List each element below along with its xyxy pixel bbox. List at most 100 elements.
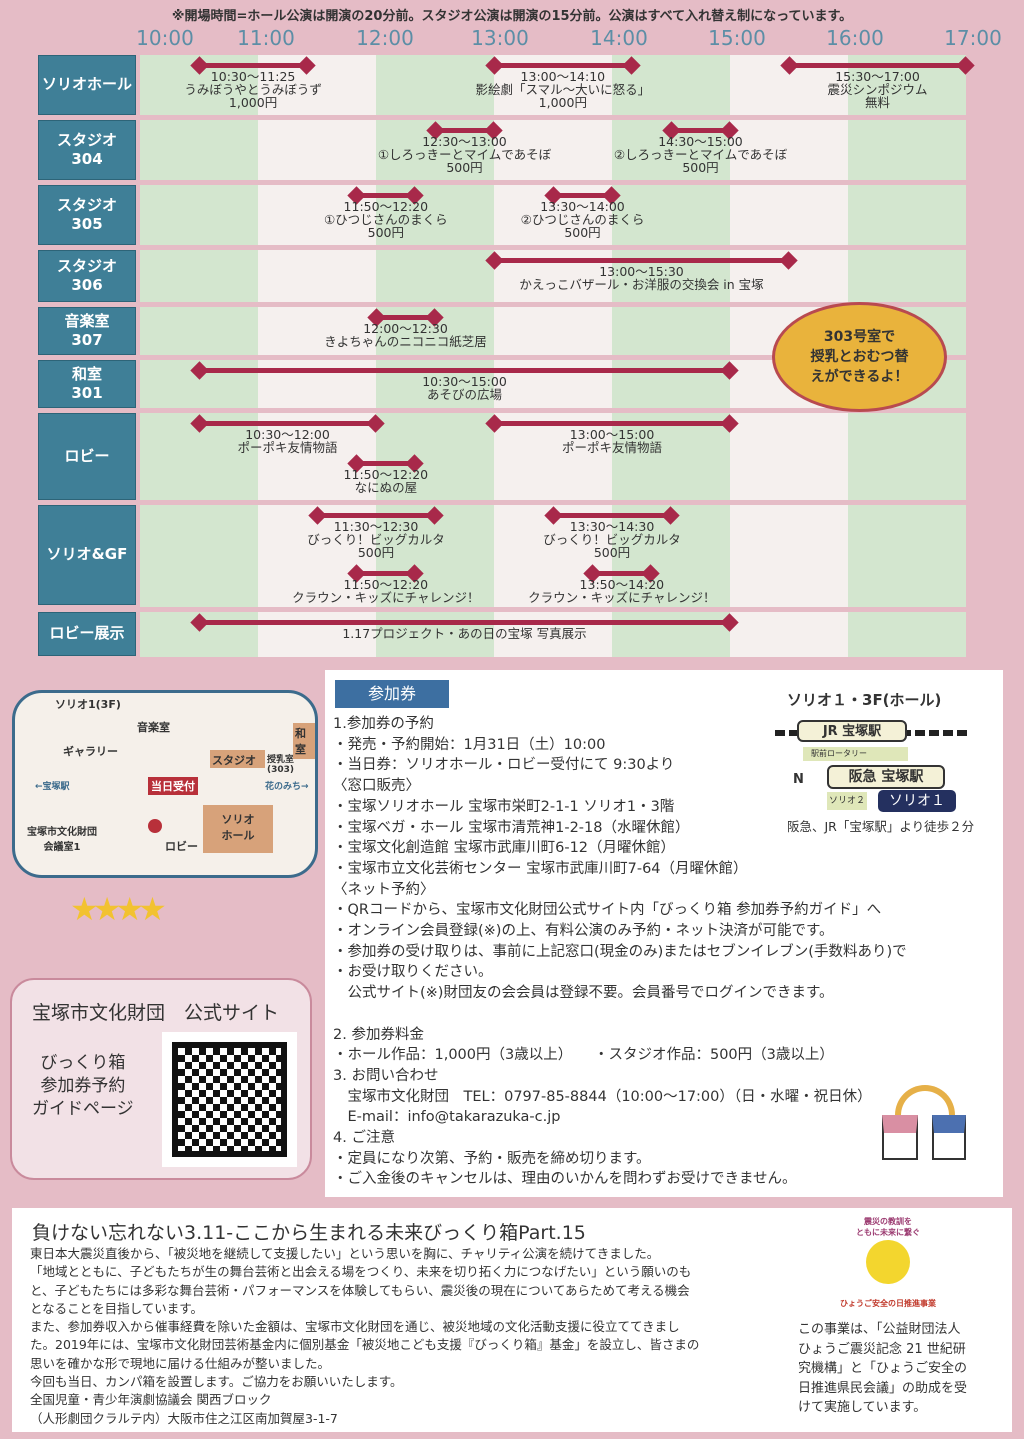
time-tick: 10:00 (136, 26, 194, 50)
about-line: （人形劇団クラルテ内）大阪市住之江区南加賀屋3-1-7 (30, 1410, 338, 1426)
time-tick: 15:00 (708, 26, 766, 50)
about-panel: 負けない忘れない3.11-ここから生まれる未来びっくり箱Part.15 東日本大… (12, 1208, 1012, 1432)
info-line: 〈窓口販売〉 (333, 778, 420, 795)
event-text-line: 500円 (682, 160, 719, 175)
event-text-line: 500円 (446, 160, 483, 175)
event-text-line: 12:30～13:00 (422, 134, 507, 149)
event-text-line: ②しろっきーとマイムであそぼ (613, 147, 788, 162)
event-text-line: 13:50～14:20 (579, 577, 665, 592)
site-guide-label: びっくり箱 参加券予約 ガイドページ (32, 1053, 134, 1119)
row-label: ロビー展示 (38, 612, 136, 656)
info-line: ・ご入金後のキャンセルは、理由のいかんを問わずお受けできません。 (333, 1171, 797, 1188)
info-line: 3. お問い合わせ (333, 1067, 439, 1084)
houses-rainbow-icon (880, 1085, 970, 1170)
info-line: ・発売・予約開始：1月31日（土）10:00 (333, 736, 606, 753)
row-label: スタジオ 306 (38, 250, 136, 302)
event-text-line: 11:50～12:20 (343, 577, 429, 592)
event-text-line: 500円 (357, 545, 395, 560)
info-line: ・QRコードから、宝塚市文化財団公式サイト内「びっくり箱 参加券予約ガイド」へ (333, 902, 882, 919)
reception-marker-icon (148, 819, 162, 833)
nursing-room-bubble: 303号室で 授乳とおむつ替 えができるよ！ (772, 302, 947, 412)
row-label: ソリオ&GF (38, 505, 136, 605)
event-text-line: 13:00～15:00 (569, 427, 655, 442)
map-gallery: ギャラリー (63, 745, 118, 758)
info-line: 公式サイト(※)財団友の会会員は登録不要。会員番号でログインできます。 (333, 985, 834, 1002)
qr-code[interactable] (162, 1032, 297, 1167)
event-text-line: 13:00～14:10 (520, 69, 606, 84)
event-bar (662, 121, 739, 140)
info-line: 〈ネット予約〉 (333, 881, 435, 898)
event-text-line: かえっこバザール・お洋服の交換会 in 宝塚 (519, 277, 764, 292)
event-text-line: ポーポキ友情物語 (561, 440, 663, 455)
about-line: 東日本大震災直後から、「被災地を継続して支援したい」という思いを胸に、チャリティ… (30, 1246, 660, 1261)
rotary: 駅前ロータリー (803, 747, 908, 761)
map-meeting-room: 宝塚市文化財団 会議室1 (27, 827, 97, 853)
event-bar (367, 308, 444, 327)
event-text-line: 500円 (367, 225, 404, 240)
info-line: ・参加券の受け取りは、事前に上記窓口(現金のみ)またはセブンイレブン(手数料あり… (333, 943, 907, 960)
event-text-line: 11:50～12:20 (343, 199, 429, 214)
about-line: と、子どもたちには多彩な舞台芸術・パフォーマンスを体験してもらい、震災後の現在に… (30, 1282, 690, 1298)
event-bar (308, 506, 444, 525)
about-title: 負けない忘れない3.11-ここから生まれる未来びっくり箱Part.15 (32, 1222, 586, 1244)
event-bar (426, 121, 503, 140)
row-divider (140, 115, 967, 120)
info-line: ・ホール作品：1,000円（3歳以上） ・スタジオ作品：500円（3歳以上） (333, 1047, 834, 1064)
info-line: ・宝塚ベガ・ホール 宝塚市清荒神1-2-18（水曜休館） (333, 819, 690, 836)
event-text-line: 10:30～11:25 (210, 69, 296, 84)
site-title: 宝塚市文化財団 公式サイト (32, 1002, 280, 1024)
info-line: 2. 参加券料金 (333, 1026, 424, 1043)
access-title: ソリオ１・3F(ホール) (787, 691, 942, 709)
map-hall: ソリオ ホール (203, 805, 273, 853)
info-line: 宝塚市文化財団 TEL：0797-85-8844（10:00～17:00）（日・… (333, 1088, 872, 1105)
about-line: となることを目指しています。 (30, 1300, 204, 1316)
event-text-line: クラウン・キッズにチャレンジ！ (292, 590, 480, 605)
map-studio: スタジオ (210, 750, 265, 768)
time-tick: 16:00 (826, 26, 884, 50)
row-divider (140, 500, 967, 505)
ticket-badge: 参加券 (335, 680, 449, 708)
row-divider (140, 180, 967, 185)
event-text-line: 13:30～14:00 (540, 199, 625, 214)
floor-map: ソリオ1(3F) 音楽室 ギャラリー スタジオ 授乳室(303) 和室 ←宝塚駅… (12, 690, 318, 878)
info-line: ・宝塚ソリオホール 宝塚市栄町2-1-1 ソリオ1・3階 (333, 798, 675, 815)
event-bar (190, 56, 316, 75)
event-bar (780, 56, 975, 75)
about-line: 全国児童・青少年演劇協議会 関西ブロック (30, 1392, 272, 1408)
official-site-box: 宝塚市文化財団 公式サイト びっくり箱 参加券予約 ガイドページ (10, 978, 312, 1180)
bubble-text: 303号室で 授乳とおむつ替 えができるよ！ (810, 329, 909, 385)
info-line: ・当日券：ソリオホール・ロビー受付にて 9:30より (333, 757, 675, 774)
event-text-line: 影絵劇「スマル～大いに怒る」 (475, 82, 651, 97)
info-line: 1.参加券の予約 (333, 716, 434, 732)
info-line: ・お受け取りください。 (333, 964, 493, 981)
event-text-line: ポーポキ友情物語 (237, 440, 338, 455)
north-indicator: N (793, 772, 804, 787)
event-bar (190, 361, 739, 380)
event-bar (347, 564, 425, 583)
row-label: ソリオホール (38, 55, 136, 115)
event-bar (485, 56, 641, 75)
info-line: ・宝塚市立文化芸術センター 宝塚市武庫川町7-64（月曜休館） (333, 860, 748, 877)
event-text-line: 10:30～15:00 (422, 374, 507, 389)
info-line: ・宝塚文化創造館 宝塚市武庫川町6-12（月曜休館） (333, 840, 676, 857)
map-reception: 当日受付 (148, 777, 198, 795)
time-tick: 11:00 (237, 26, 295, 50)
event-text-line: 500円 (564, 225, 601, 240)
solio1: ソリオ１ (878, 790, 956, 812)
about-line: 今回も当日、カンパ箱を設置します。ご協力をお願いいたします。 (30, 1374, 403, 1390)
info-line: ・オンライン会員登録(※)の上、有料公演のみ予約・ネット決済が可能です。 (333, 923, 834, 940)
row-divider (140, 607, 967, 612)
about-line: た。2019年には、宝塚市文化財団芸術基金内に個別基金「被災地こども支援『びっく… (30, 1337, 700, 1353)
